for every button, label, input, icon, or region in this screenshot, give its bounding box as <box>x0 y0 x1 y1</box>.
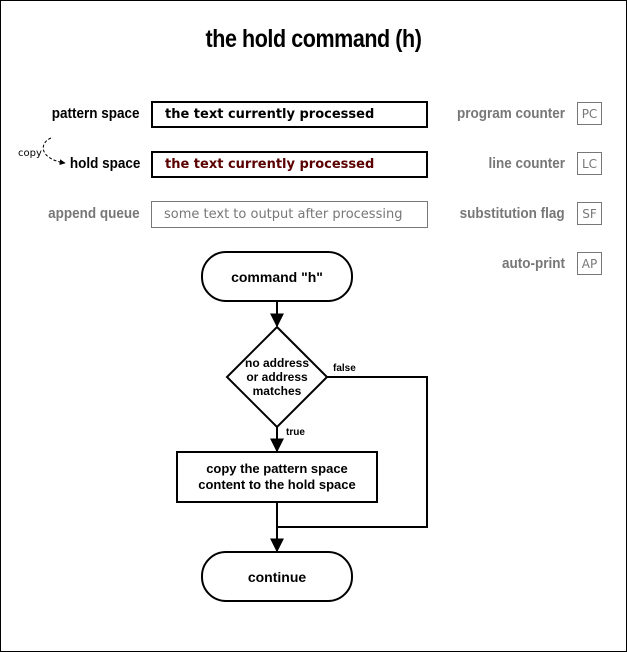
hold-space-box: the text currently processed <box>151 151 428 178</box>
action-line-2: content to the hold space <box>198 477 355 492</box>
true-label: true <box>286 427 305 438</box>
auto-print-register: AP <box>577 252 602 275</box>
decision-line-1: no address <box>245 356 309 370</box>
hold-space-label: hold space <box>69 155 140 172</box>
pattern-space-label: pattern space <box>52 105 140 122</box>
program-counter-register: PC <box>577 102 602 125</box>
pattern-space-box: the text currently processed <box>151 101 428 128</box>
append-queue-box: some text to output after processing <box>151 201 428 228</box>
decision-line-3: matches <box>253 384 302 398</box>
start-terminal-text: command "h" <box>231 269 323 285</box>
copy-arrow <box>42 137 66 166</box>
end-terminal <box>201 551 353 602</box>
line-counter-label: line counter <box>488 155 565 172</box>
substitution-flag-register: SF <box>577 202 602 225</box>
diagram-title: the hold command (h) <box>205 25 422 53</box>
line-counter-register: LC <box>577 152 602 175</box>
program-counter-label: program counter <box>456 105 565 122</box>
auto-print-label: auto-print <box>502 255 565 272</box>
substitution-flag-label: substitution flag <box>460 205 565 222</box>
action-box <box>176 451 378 503</box>
action-line-1: copy the pattern space <box>206 461 348 476</box>
decision-line-2: or address <box>246 370 308 384</box>
end-terminal-text: continue <box>248 569 307 585</box>
append-queue-label: append queue <box>48 205 140 222</box>
false-path <box>277 376 428 528</box>
copy-label: copy <box>18 148 42 159</box>
false-label: false <box>333 363 356 374</box>
